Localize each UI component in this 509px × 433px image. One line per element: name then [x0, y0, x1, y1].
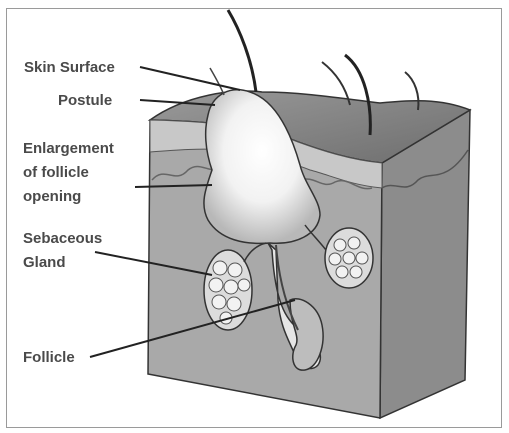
leader-skin-surface: [140, 67, 240, 90]
label-enlargement-line3: opening: [23, 188, 81, 205]
label-postule: Postule: [58, 92, 112, 109]
sebaceous-gland-right: [325, 228, 373, 288]
label-follicle: Follicle: [23, 349, 75, 366]
hair-strand-5: [210, 68, 224, 95]
label-sebaceous-line2: Gland: [23, 254, 66, 271]
label-enlargement-line2: of follicle: [23, 164, 89, 181]
hair-strand-1: [228, 10, 256, 92]
label-enlargement-line1: Enlargement: [23, 140, 114, 157]
label-sebaceous-line1: Sebaceous: [23, 230, 102, 247]
label-skin-surface: Skin Surface: [24, 59, 115, 76]
